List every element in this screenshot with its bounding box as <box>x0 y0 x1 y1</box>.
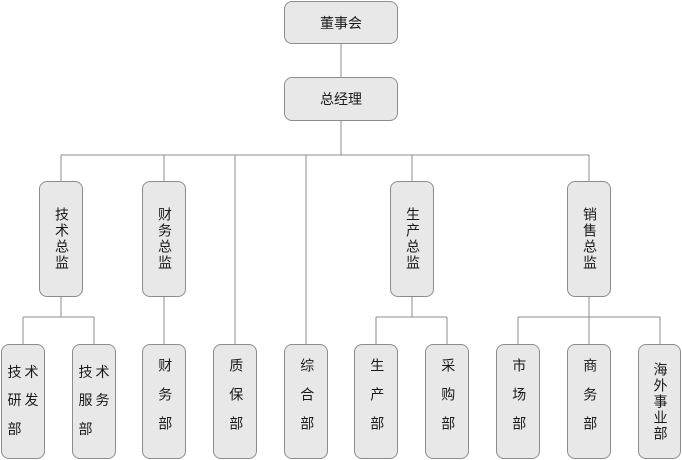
node-purchasing-dept: 采购部 <box>425 344 469 459</box>
node-quality-dept-label: 质保部 <box>227 358 244 445</box>
node-general-manager: 总经理 <box>284 77 398 121</box>
node-sales-director-label: 销售总监 <box>581 207 598 271</box>
node-general-manager-label: 总经理 <box>320 92 362 108</box>
node-overseas-dept-label: 海外事业部 <box>651 361 668 442</box>
node-tech-service-dept-label: 技术服务部 <box>78 364 110 438</box>
node-tech-rnd-dept: 技术研发部 <box>1 344 45 459</box>
node-finance-director-label: 财务总监 <box>156 207 173 271</box>
node-finance-dept-label: 财务部 <box>156 358 173 445</box>
node-marketing-dept: 市场部 <box>496 344 540 459</box>
node-quality-dept: 质保部 <box>213 344 257 459</box>
node-tech-director: 技术总监 <box>39 181 83 297</box>
node-board-label: 董事会 <box>320 15 362 32</box>
node-board: 董事会 <box>284 1 398 44</box>
node-purchasing-dept-label: 采购部 <box>439 358 456 445</box>
node-finance-director: 财务总监 <box>142 181 186 297</box>
node-tech-service-dept: 技术服务部 <box>72 344 116 459</box>
node-general-dept-label: 综合部 <box>298 358 315 445</box>
node-production-director: 生产总监 <box>390 181 434 297</box>
node-overseas-dept: 海外事业部 <box>638 344 681 459</box>
node-general-dept: 综合部 <box>284 344 328 459</box>
node-business-dept-label: 商务部 <box>581 358 598 445</box>
node-tech-director-label: 技术总监 <box>53 207 70 271</box>
node-marketing-dept-label: 市场部 <box>510 358 527 445</box>
node-production-director-label: 生产总监 <box>404 207 421 271</box>
node-tech-rnd-dept-label: 技术研发部 <box>7 364 39 438</box>
node-business-dept: 商务部 <box>567 344 611 459</box>
node-sales-director: 销售总监 <box>567 181 611 297</box>
node-finance-dept: 财务部 <box>142 344 186 459</box>
node-production-dept: 生产部 <box>354 344 398 459</box>
node-production-dept-label: 生产部 <box>368 358 385 445</box>
